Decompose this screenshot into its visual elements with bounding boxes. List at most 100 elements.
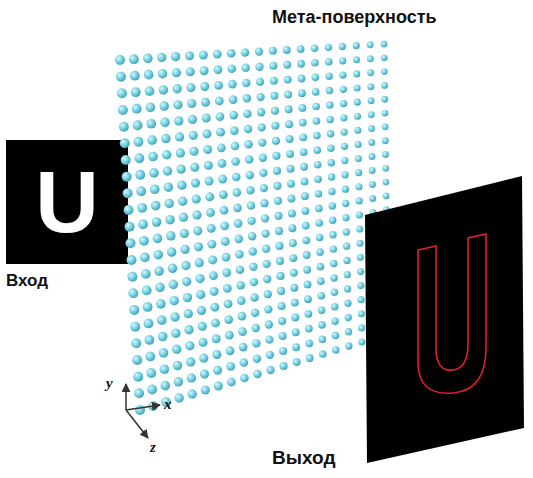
meta-atom: [276, 272, 284, 280]
meta-atom: [144, 70, 154, 80]
meta-atom: [122, 172, 132, 182]
meta-atom: [239, 343, 248, 352]
meta-atom: [289, 239, 297, 247]
output-image: [365, 176, 524, 463]
meta-atom: [381, 68, 388, 75]
meta-atom: [264, 290, 272, 298]
meta-atom: [354, 113, 361, 120]
meta-atom: [155, 283, 165, 293]
meta-atom: [303, 266, 311, 274]
meta-atom: [330, 260, 337, 267]
meta-atom: [302, 222, 310, 230]
meta-atom: [278, 317, 286, 325]
meta-atom: [332, 332, 339, 339]
meta-atom: [228, 80, 237, 89]
meta-atom: [118, 105, 128, 115]
meta-atom: [355, 169, 362, 176]
meta-atom: [286, 150, 294, 158]
meta-atom: [273, 167, 281, 175]
meta-atom: [184, 309, 193, 318]
meta-atom: [328, 173, 335, 180]
meta-atom: [300, 163, 308, 171]
meta-atom: [241, 63, 249, 71]
meta-atom: [278, 332, 286, 340]
meta-atom: [304, 295, 312, 303]
meta-atom: [312, 103, 320, 111]
meta-atom: [357, 254, 364, 261]
meta-atom: [297, 45, 305, 53]
meta-atom: [279, 347, 287, 355]
meta-atom: [205, 177, 214, 186]
meta-atom: [318, 321, 326, 329]
meta-atom: [328, 188, 335, 195]
meta-atom: [316, 248, 324, 256]
meta-atom: [123, 188, 133, 198]
meta-atom: [314, 175, 322, 183]
meta-atom: [201, 385, 210, 394]
meta-atom: [247, 201, 255, 209]
axis-name: x: [164, 397, 172, 412]
meta-atom: [245, 155, 253, 163]
meta-atom: [158, 332, 168, 342]
meta-atom: [233, 204, 242, 213]
meta-atom: [160, 364, 170, 374]
meta-atom: [261, 214, 269, 222]
meta-atom: [368, 153, 375, 160]
meta-atom: [186, 83, 195, 92]
meta-atom: [216, 112, 225, 121]
meta-atom: [223, 284, 232, 293]
meta-atom: [331, 317, 338, 324]
meta-atom: [244, 140, 252, 148]
meta-atom: [355, 155, 362, 162]
meta-atom: [214, 81, 223, 90]
meta-atom: [129, 54, 139, 64]
meta-atom: [147, 135, 157, 145]
meta-atom: [174, 116, 183, 125]
meta-atom: [345, 342, 352, 349]
meta-atom: [159, 85, 168, 94]
meta-atom: [311, 59, 319, 67]
meta-atom: [160, 381, 170, 391]
meta-atom: [133, 372, 143, 382]
meta-atom: [235, 250, 244, 259]
meta-atom: [145, 86, 155, 96]
meta-atom: [253, 354, 261, 362]
meta-atom: [327, 130, 334, 137]
meta-atom: [325, 58, 332, 65]
meta-atom: [176, 148, 185, 157]
meta-atom: [143, 53, 153, 63]
meta-atom: [271, 107, 279, 115]
meta-atom: [215, 97, 224, 106]
meta-atom: [305, 339, 313, 347]
meta-atom: [229, 111, 238, 120]
meta-atom: [356, 211, 363, 218]
meta-atom: [275, 242, 283, 250]
surface-title: Мета-поверхность: [272, 8, 437, 26]
meta-atom: [344, 285, 351, 292]
meta-atom: [291, 299, 299, 307]
meta-atom: [154, 266, 164, 276]
meta-atom: [164, 182, 173, 191]
meta-atom: [341, 157, 348, 164]
meta-atom: [345, 314, 352, 321]
meta-atom: [249, 263, 257, 271]
meta-atom: [220, 206, 229, 215]
meta-atom: [340, 86, 347, 93]
meta-atom: [325, 44, 332, 51]
meta-atom: [317, 263, 325, 271]
meta-atom: [189, 147, 198, 156]
meta-atom: [170, 312, 179, 321]
meta-atom: [250, 278, 258, 286]
meta-atom: [382, 151, 389, 158]
meta-atom: [147, 385, 157, 395]
meta-atom: [358, 338, 365, 345]
meta-atom: [297, 60, 305, 68]
meta-atom: [202, 114, 211, 123]
meta-atom: [180, 245, 189, 254]
meta-atom: [345, 328, 352, 335]
meta-atom: [255, 47, 263, 55]
meta-atom: [274, 212, 282, 220]
meta-atom: [251, 309, 259, 317]
meta-atom: [356, 226, 363, 233]
meta-atom: [213, 366, 222, 375]
